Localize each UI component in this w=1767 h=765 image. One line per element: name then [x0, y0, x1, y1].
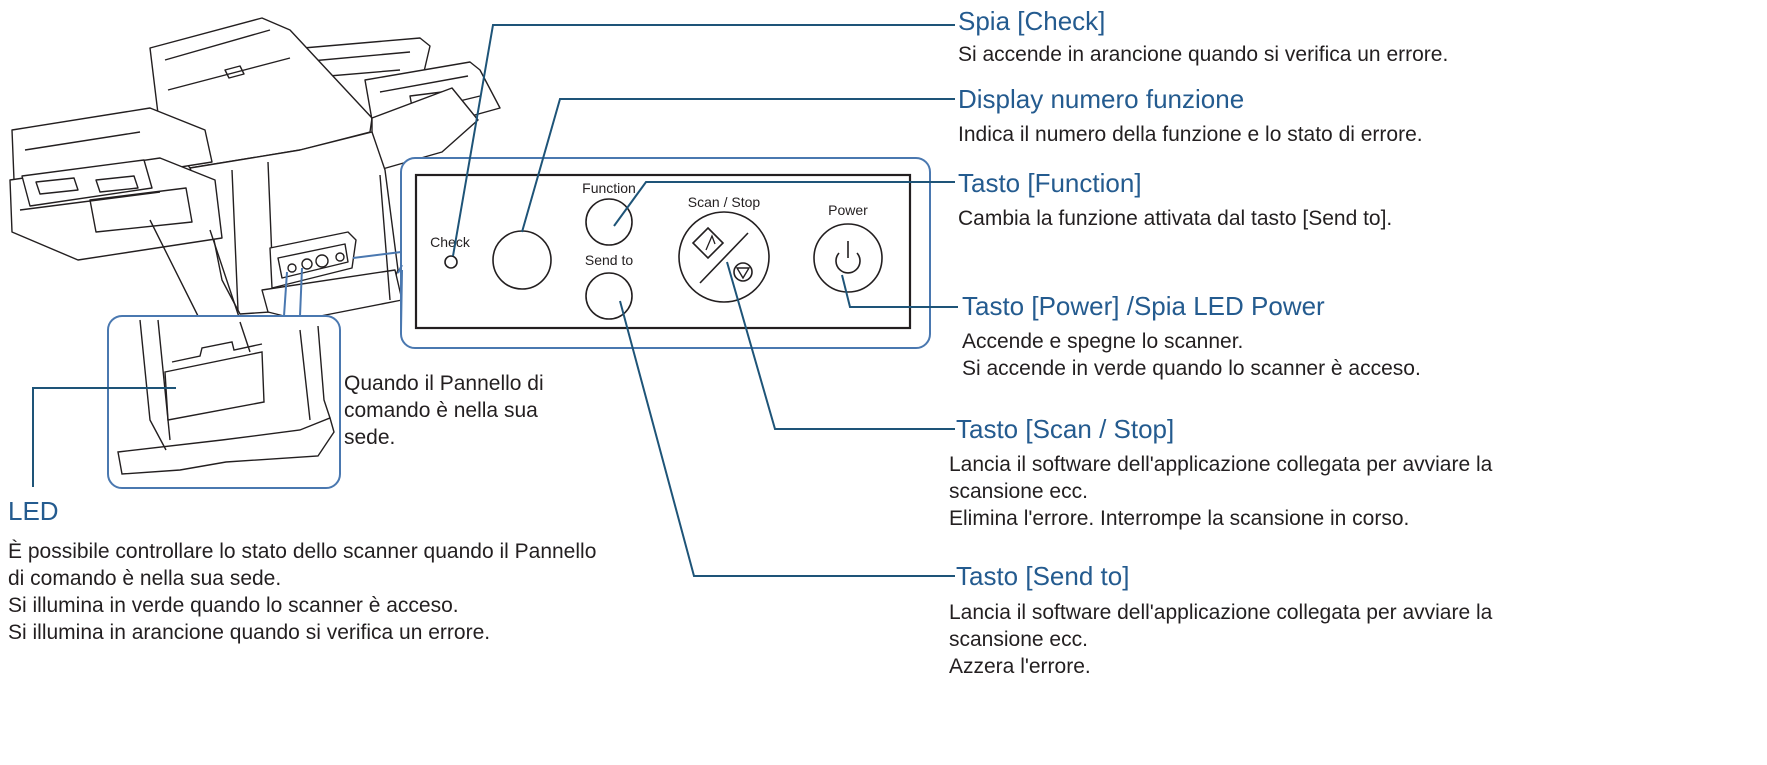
label-check: Check: [430, 234, 471, 250]
leader-display: [521, 98, 955, 233]
callout-title-function: Tasto [Function]: [958, 168, 1142, 198]
inset-note: Quando il Pannello di comando è nella su…: [344, 372, 544, 449]
function-number-display: [492, 230, 552, 290]
callout-title-spia-check: Spia [Check]: [958, 6, 1106, 36]
send-to-button[interactable]: [585, 272, 633, 320]
label-power: Power: [828, 202, 868, 218]
callout-desc-led: È possibile controllare lo stato dello s…: [8, 540, 597, 644]
leader-power: [841, 274, 958, 308]
callout-desc-function: Cambia la funzione attivata dal tasto [S…: [958, 207, 1393, 230]
scanner-illustration: [9, 17, 501, 321]
callout-desc-scan-stop: Lancia il software dell'applicazione col…: [949, 453, 1493, 530]
callout-title-power: Tasto [Power] /Spia LED Power: [962, 291, 1325, 321]
function-button[interactable]: [585, 198, 633, 246]
label-send-to: Send to: [585, 252, 633, 268]
callout-desc-display: Indica il numero della funzione e lo sta…: [958, 123, 1423, 146]
callout-desc-send-to: Lancia il software dell'applicazione col…: [949, 601, 1493, 678]
check-led: [444, 255, 458, 269]
scan-stop-button[interactable]: [678, 211, 770, 303]
label-function: Function: [582, 180, 636, 196]
leader-scan-stop: [726, 261, 955, 430]
scan-icon: [691, 226, 725, 260]
power-button[interactable]: [813, 223, 883, 293]
callout-desc-spia-check: Si accende in arancione quando si verifi…: [958, 43, 1449, 66]
callout-title-display: Display numero funzione: [958, 84, 1245, 114]
callout-desc-power: Accende e spegne lo scanner. Si accende …: [962, 330, 1421, 380]
callout-lines: [32, 24, 958, 577]
leader-send-to: [619, 300, 955, 577]
label-scan-stop: Scan / Stop: [688, 194, 761, 210]
callout-title-led: LED: [8, 496, 59, 526]
callout-title-scan-stop: Tasto [Scan / Stop]: [956, 414, 1175, 444]
leader-led: [32, 387, 176, 487]
power-icon: [835, 252, 861, 274]
inset-frame: [107, 267, 341, 489]
stop-icon: [733, 262, 753, 282]
leader-function: [613, 181, 955, 227]
leader-check: [452, 24, 955, 257]
callout-title-send-to: Tasto [Send to]: [956, 561, 1130, 591]
